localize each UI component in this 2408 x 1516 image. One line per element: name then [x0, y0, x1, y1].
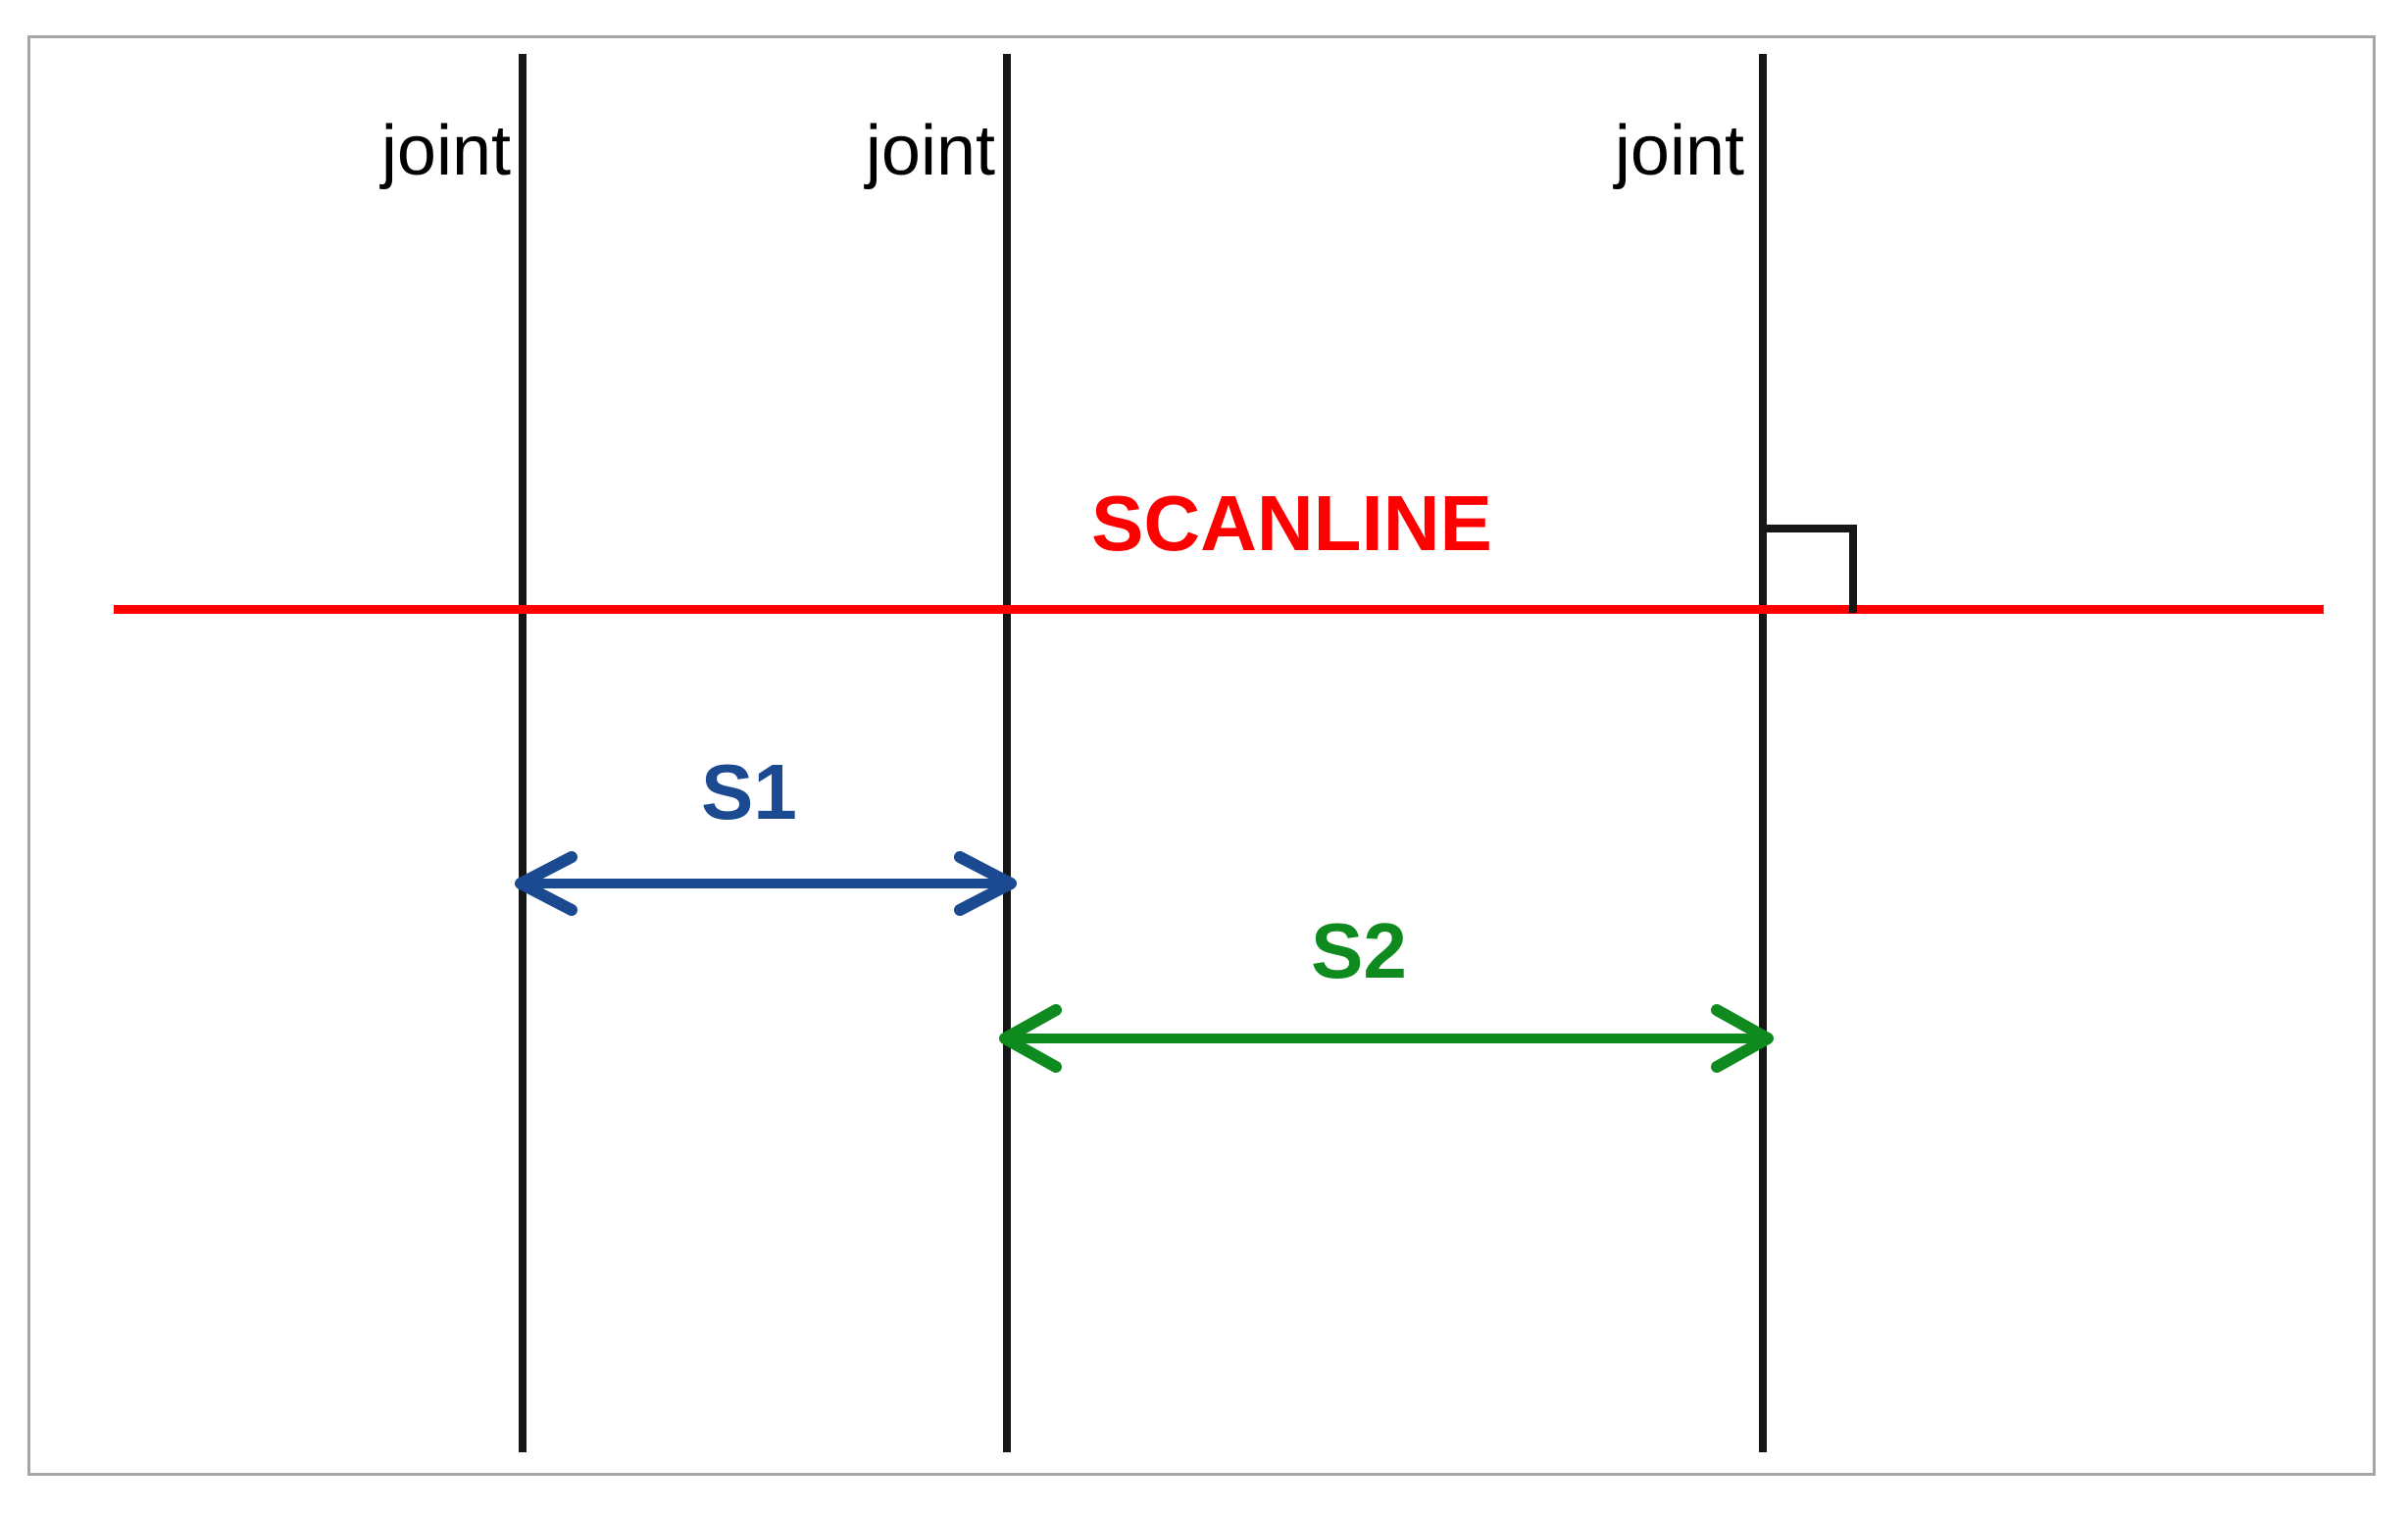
- joint-line-1: [519, 54, 527, 1452]
- dimension-label-s1: S1: [701, 748, 797, 835]
- joint-line-2: [1003, 54, 1011, 1452]
- dimension-arrow-s2: [995, 1004, 1778, 1073]
- joint-label-3: joint: [1614, 112, 1744, 190]
- joint-label-2: joint: [865, 112, 995, 190]
- dimension-arrow-s1: [511, 849, 1021, 918]
- dimension-label-s2: S2: [1311, 907, 1407, 994]
- scanline-label: SCANLINE: [1091, 480, 1492, 567]
- joint-line-3: [1759, 54, 1767, 1452]
- scanline: [114, 605, 2324, 614]
- figure-frame: joint joint joint SCANLINE S1: [27, 35, 2376, 1476]
- joint-label-1: joint: [380, 112, 511, 190]
- right-angle-symbol: [1759, 525, 1886, 613]
